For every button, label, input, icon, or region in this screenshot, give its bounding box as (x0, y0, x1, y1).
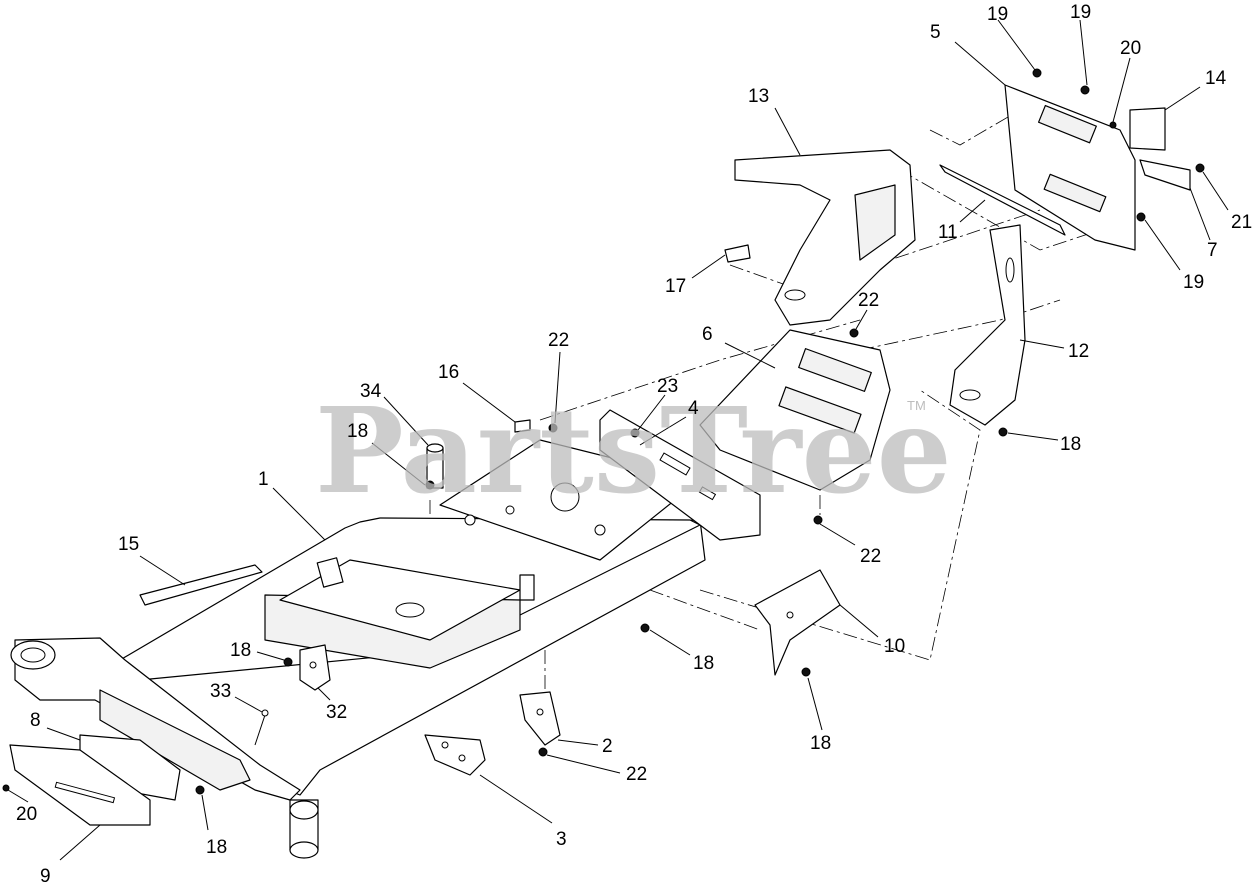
callout-17: 17 (665, 276, 686, 297)
callout-22-bottom: 22 (626, 764, 647, 785)
callout-23: 23 (657, 376, 678, 397)
callout-22-top: 22 (548, 330, 569, 351)
callout-3: 3 (556, 829, 567, 850)
part-7-small-bracket (1139, 159, 1191, 191)
part-33-pin (254, 709, 269, 746)
callout-20-bottom-left: 20 (16, 804, 37, 825)
callout-19-right: 19 (1183, 272, 1204, 293)
watermark-trademark: TM (907, 398, 926, 413)
callout-9: 9 (40, 866, 51, 887)
part-11-strap (939, 164, 1066, 236)
callout-labels: 1 2 3 4 5 6 7 8 9 10 11 12 13 14 15 16 1… (16, 2, 1252, 887)
callout-16: 16 (438, 362, 459, 383)
part-13-side-panel-left (734, 149, 916, 326)
part-5-rear-panel (1004, 84, 1136, 251)
callout-20-top: 20 (1120, 38, 1141, 59)
callout-1: 1 (258, 469, 269, 490)
part-4-side-plate (599, 409, 761, 541)
callout-7: 7 (1207, 240, 1218, 261)
part-1-main-frame (10, 439, 706, 859)
leader-lines (7, 19, 1229, 861)
part-14-decal (1129, 107, 1166, 151)
callout-4: 4 (688, 398, 699, 419)
callout-11: 11 (938, 222, 958, 243)
fasteners (2, 68, 1205, 795)
callout-12: 12 (1068, 341, 1089, 362)
phantom-lines (429, 109, 1131, 700)
watermark-text: PartsTree (315, 381, 952, 520)
callout-18-center: 18 (693, 653, 714, 674)
callout-19-top-left: 19 (987, 4, 1008, 25)
callout-34: 34 (360, 381, 382, 402)
callout-19-top-right: 19 (1070, 2, 1091, 23)
callout-18-right: 18 (1060, 434, 1081, 455)
part-34-post (426, 443, 444, 489)
callout-18-mid-left: 18 (230, 640, 251, 661)
callout-32: 32 (326, 702, 347, 723)
callout-33: 33 (210, 681, 231, 702)
part-32-bracket (299, 644, 331, 691)
callout-6: 6 (702, 324, 713, 345)
callout-15: 15 (118, 534, 139, 555)
part-10-bracket (754, 569, 841, 676)
part-16-decal (514, 419, 531, 433)
part-6-seat-mount-plate (699, 329, 891, 491)
callout-18-bottom-left: 18 (206, 837, 227, 858)
callout-18-bottom-right: 18 (810, 733, 831, 754)
callout-18-top-left: 18 (347, 421, 368, 442)
callout-22-right: 22 (860, 546, 881, 567)
callout-13: 13 (748, 86, 769, 107)
part-12-side-panel-right (949, 224, 1026, 426)
callout-14: 14 (1205, 68, 1227, 89)
part-3-bracket (424, 734, 486, 776)
callout-5: 5 (930, 22, 941, 43)
callout-10: 10 (884, 636, 905, 657)
callout-2: 2 (602, 736, 613, 757)
callout-22-seat: 22 (858, 290, 879, 311)
part-2-bracket (519, 691, 561, 746)
part-9-front-plate (9, 744, 151, 826)
part-17-label (724, 244, 751, 263)
part-15-strip (139, 564, 263, 606)
callout-8: 8 (30, 710, 41, 731)
callout-21: 21 (1231, 212, 1252, 233)
